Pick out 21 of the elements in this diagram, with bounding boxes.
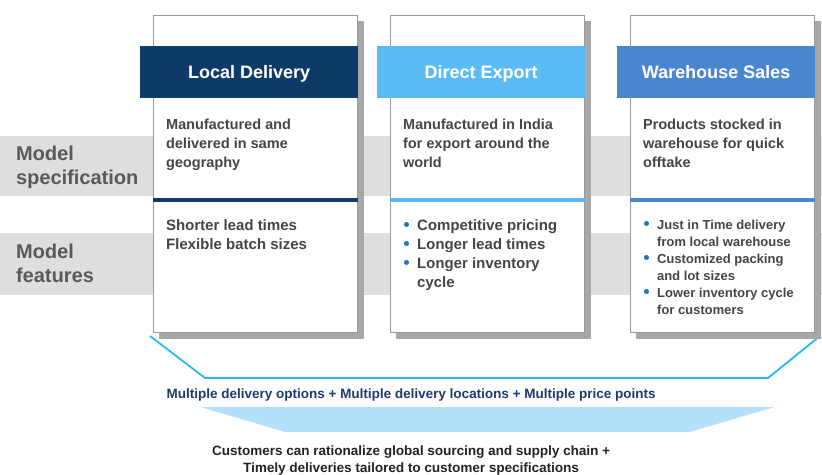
feature-text: Lower inventory cycle for customers	[643, 284, 808, 318]
feature-text: Longer inventory cycle	[403, 254, 578, 292]
feature-text: Customized packing and lot sizes	[643, 250, 808, 284]
card-heading: Local Delivery	[140, 46, 358, 98]
feature-text: Just in Time delivery from local warehouse	[643, 216, 808, 250]
card-heading: Direct Export	[377, 46, 585, 98]
row-band	[0, 233, 153, 295]
specification-text: Manufactured in India for export around the world	[403, 116, 554, 173]
benefits-text: Multiple delivery options + Multiple delivery locations + Multiple price points	[165, 386, 657, 401]
row-heading: Model features	[16, 240, 95, 288]
specification-text: Products stocked in warehouse for quick offtake	[643, 116, 786, 173]
funnel-shape	[200, 407, 775, 432]
specification-text: Manufactured and delivered in same geography	[166, 116, 292, 173]
feature-text: Shorter lead times	[166, 216, 298, 235]
card-heading: Warehouse Sales	[617, 46, 815, 98]
outcome-text: Customers can rationalize global sourcing and supply chain + Timely deliveries tailored to customer specifications	[211, 442, 611, 475]
row-heading: Model specification	[16, 142, 140, 190]
feature-text: Competitive pricing	[403, 216, 578, 235]
feature-text: Flexible batch sizes	[166, 235, 308, 254]
row-band	[0, 136, 153, 196]
feature-text: Longer lead times	[403, 235, 578, 254]
